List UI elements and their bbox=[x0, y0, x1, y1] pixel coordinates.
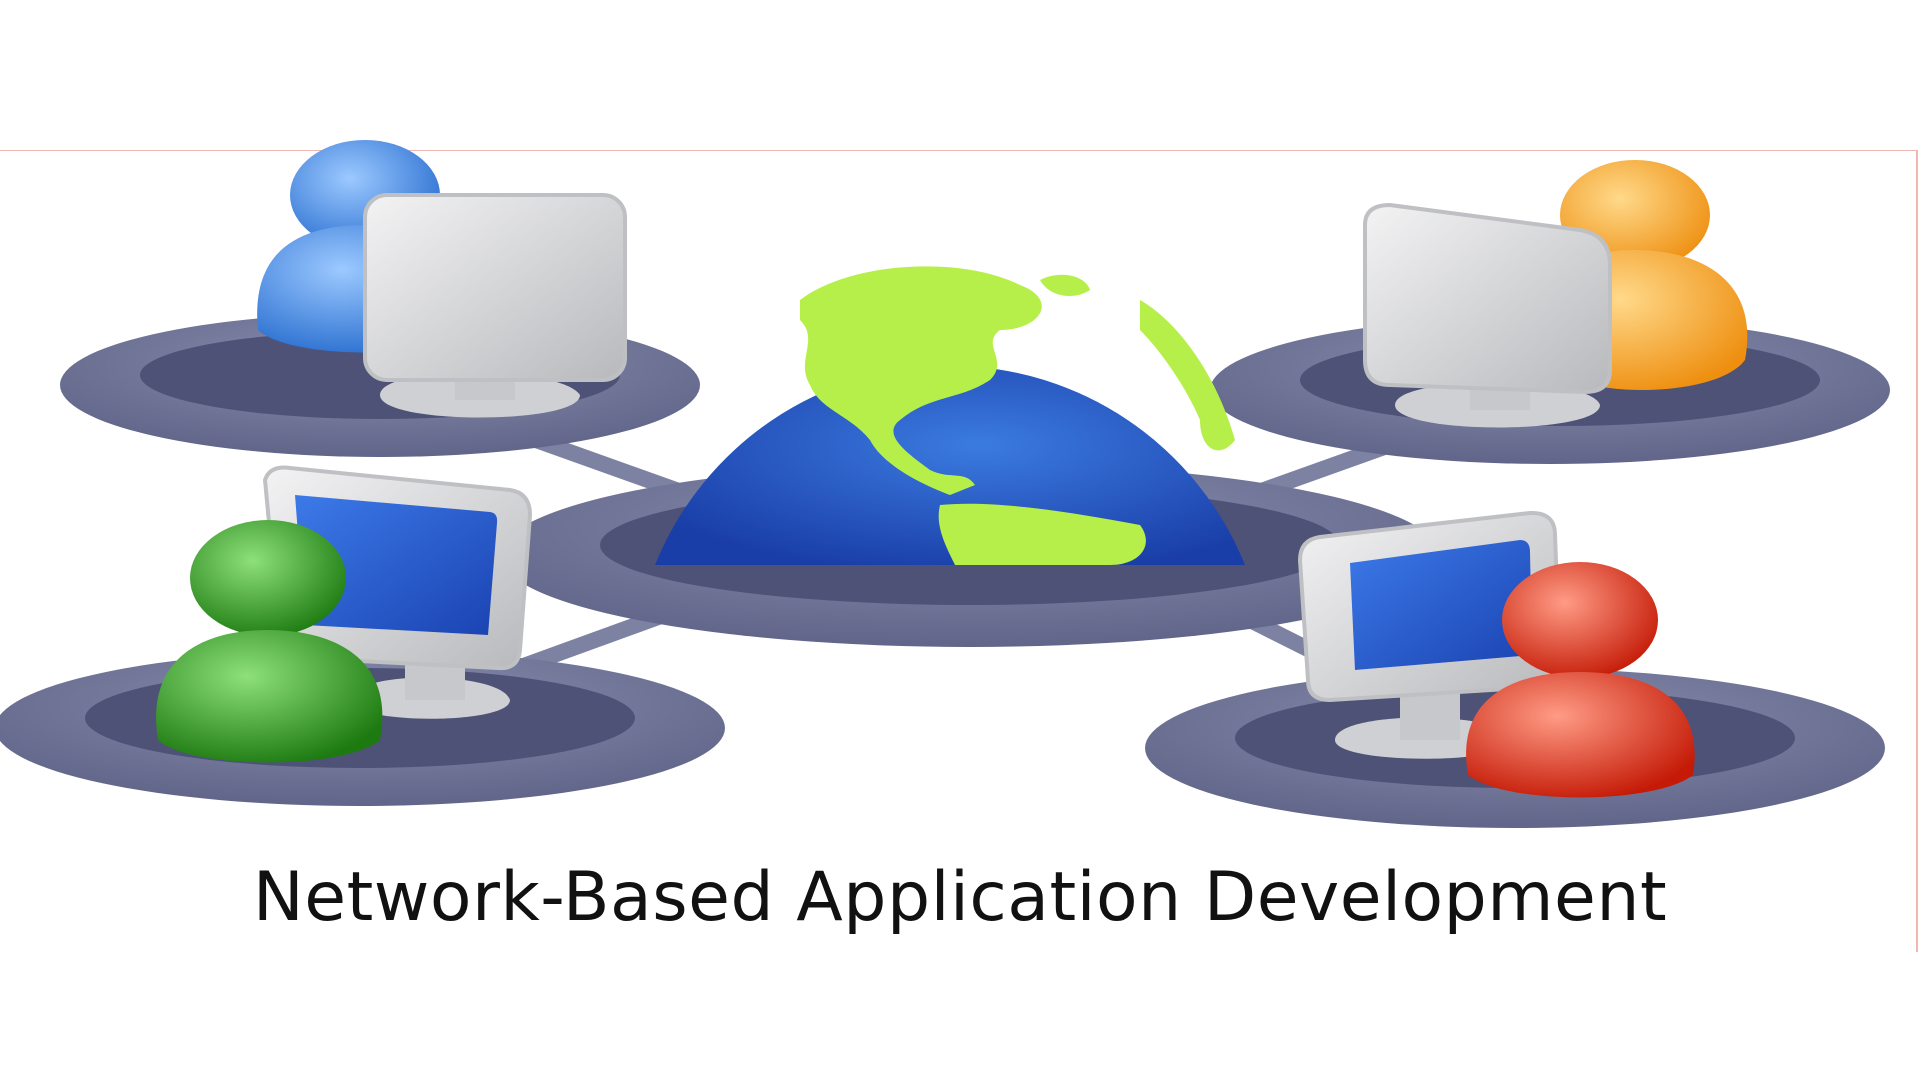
user-red-icon bbox=[1466, 562, 1695, 798]
image-frame bbox=[0, 150, 1918, 952]
globe-icon bbox=[655, 266, 1245, 565]
monitor-bottom-left-icon bbox=[262, 465, 533, 719]
user-green-icon bbox=[156, 520, 383, 763]
diagram-caption: Network-Based Application Development bbox=[252, 858, 1668, 937]
monitor-top-left-icon bbox=[363, 193, 627, 418]
monitor-top-right-icon bbox=[1363, 202, 1612, 428]
